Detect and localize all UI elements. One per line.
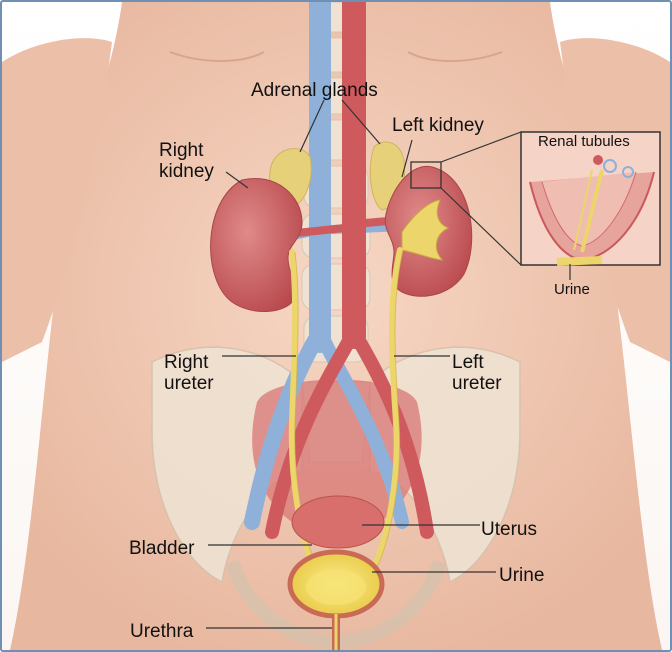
label-left-ureter: Left ureter: [452, 352, 502, 394]
label-bladder: Bladder: [129, 538, 195, 559]
label-right-ureter-line1: Right: [164, 352, 209, 373]
renal-pelvis: [401, 199, 450, 261]
label-urethra: Urethra: [130, 621, 194, 642]
label-renal-tubules: Renal tubules: [538, 133, 630, 150]
label-left-kidney: Left kidney: [392, 115, 484, 136]
inset-highlight-box: [410, 161, 442, 189]
renal-tubules-inset: [520, 131, 661, 266]
label-right-ureter-line2: ureter: [164, 373, 214, 394]
label-urine: Urine: [499, 565, 545, 586]
uterus: [291, 495, 385, 549]
label-adrenal-glands: Adrenal glands: [251, 80, 378, 101]
label-uterus: Uterus: [481, 519, 537, 540]
label-right-ureter: Right ureter: [164, 352, 214, 394]
label-left-ureter-line2: ureter: [452, 373, 502, 394]
label-right-kidney-line2: kidney: [159, 161, 214, 182]
label-right-kidney-line1: Right: [159, 140, 204, 161]
label-urine-inset: Urine: [554, 281, 590, 298]
label-left-ureter-line1: Left: [452, 352, 484, 373]
right-arm: [2, 38, 112, 362]
leader-lines: [206, 99, 571, 629]
right-kidney: [210, 178, 303, 313]
label-right-kidney: Right kidney: [159, 140, 214, 182]
